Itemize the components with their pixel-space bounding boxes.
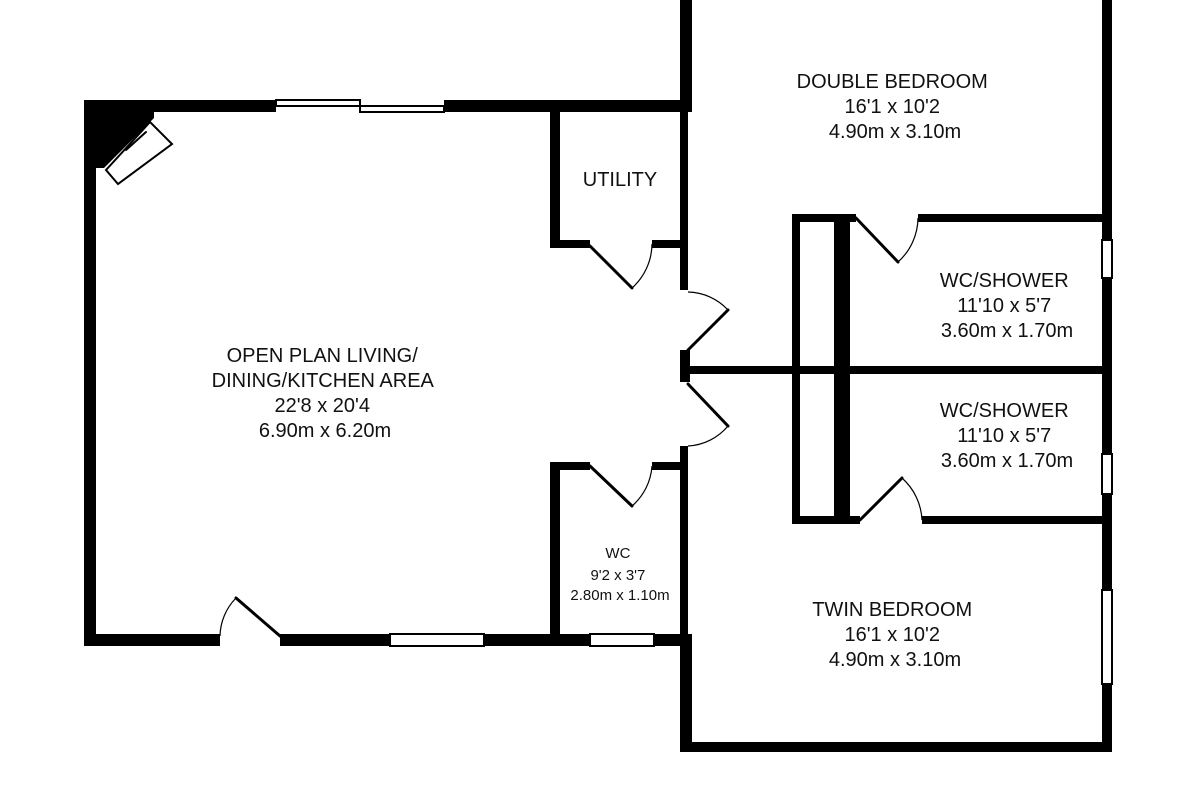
window-living-top-right [359, 105, 445, 113]
door-living-exterior-swing [219, 597, 237, 637]
wall-center-upper [680, 108, 688, 290]
room-label-twin-bedroom: TWIN BEDROOM 16'1 x 10'2 4.90m x 3.10m [812, 599, 978, 671]
wall-shower-top-left [792, 214, 856, 222]
room-labels: OPEN PLAN LIVING/ DINING/KITCHEN AREA 22… [212, 71, 1074, 671]
double-bedroom-metric: 4.90m x 3.10m [829, 121, 961, 143]
wall-duct-split [842, 214, 850, 524]
wall-center-lower [680, 446, 688, 646]
living-metric: 6.90m x 6.20m [259, 420, 391, 442]
door-living-exterior [234, 596, 282, 638]
wall-wc-top-right [652, 462, 688, 470]
double-bedroom-name: DOUBLE BEDROOM [797, 71, 988, 93]
wall-utility-bottom-right [652, 240, 688, 248]
twin-bedroom-metric: 4.90m x 3.10m [829, 649, 961, 671]
wall-center-top [680, 0, 692, 112]
wall-living-left [84, 100, 96, 646]
wc-imperial: 9'2 x 3'7 [590, 567, 645, 584]
living-name-line2: DINING/KITCHEN AREA [212, 370, 435, 392]
wall-shower-middle [680, 366, 1112, 374]
room-label-living: OPEN PLAN LIVING/ DINING/KITCHEN AREA 22… [212, 345, 439, 442]
wc-name: WC [605, 545, 630, 562]
wc-shower-2-metric: 3.60m x 1.70m [941, 450, 1073, 472]
door-corridor-upper-swing [687, 291, 729, 311]
wall-duct-right [834, 214, 842, 524]
wc-shower-1-metric: 3.60m x 1.70m [941, 320, 1073, 342]
wall-twin-bottom [680, 742, 1112, 752]
wall-utility-bottom-left [550, 240, 590, 248]
wall-living-top-right [444, 100, 692, 112]
utility-name: UTILITY [583, 169, 657, 191]
wall-wc-top-left [550, 462, 590, 470]
room-label-wc-shower-1: WC/SHOWER 11'10 x 5'7 3.60m x 1.70m [940, 270, 1074, 342]
door-shower-2-swing [901, 477, 923, 521]
fireplace-inner-line [125, 131, 147, 151]
door-utility-swing [631, 243, 653, 289]
wc-shower-1-imperial: 11'10 x 5'7 [957, 295, 1051, 317]
wall-living-bottom-left [84, 634, 220, 646]
door-corridor-lower-swing [687, 425, 729, 447]
room-label-utility: UTILITY [583, 169, 657, 191]
twin-bedroom-name: TWIN BEDROOM [812, 599, 972, 621]
wall-right-middle [1102, 494, 1112, 590]
door-shower-1-swing [897, 217, 919, 263]
wall-living-top-left [84, 100, 276, 112]
wall-utility-left [550, 100, 560, 248]
wall-center-bottom [680, 634, 692, 752]
door-wc-swing [631, 465, 653, 507]
window-twin [1101, 589, 1113, 685]
room-label-double-bedroom: DOUBLE BEDROOM 16'1 x 10'2 4.90m x 3.10m [797, 71, 994, 143]
window-wc [589, 633, 655, 647]
window-living-bottom [389, 633, 485, 647]
fireplace-chimney [96, 112, 154, 168]
walls [84, 0, 1112, 752]
wall-shower-bottom-left [792, 516, 860, 524]
double-bedroom-imperial: 16'1 x 10'2 [844, 96, 940, 118]
window-living-top-left [275, 99, 361, 107]
wc-shower-2-imperial: 11'10 x 5'7 [957, 425, 1051, 447]
wall-duct-left [792, 214, 800, 524]
wall-right-top [1102, 0, 1112, 240]
wall-wc-left [550, 462, 560, 646]
windows [275, 99, 1113, 685]
door-shower-1 [854, 216, 900, 264]
room-label-wc: WC 9'2 x 3'7 2.80m x 1.10m [570, 545, 669, 604]
door-corridor-lower [686, 382, 730, 428]
room-label-wc-shower-2: WC/SHOWER 11'10 x 5'7 3.60m x 1.70m [940, 400, 1074, 472]
twin-bedroom-imperial: 16'1 x 10'2 [844, 624, 940, 646]
door-utility [588, 244, 634, 290]
living-name-line1: OPEN PLAN LIVING/ [227, 345, 419, 367]
wall-right-bottom [1102, 684, 1112, 752]
wc-shower-1-name: WC/SHOWER [940, 270, 1069, 292]
fireplace-hearth [104, 120, 174, 186]
door-wc [588, 464, 634, 508]
living-imperial: 22'8 x 20'4 [274, 395, 370, 417]
wc-shower-2-name: WC/SHOWER [940, 400, 1069, 422]
wall-shower-top-right [918, 214, 1112, 222]
door-corridor-upper [686, 308, 730, 352]
door-shower-2 [858, 476, 904, 522]
fireplace-corner [96, 112, 174, 186]
window-shower-2 [1101, 453, 1113, 495]
wall-shower-bottom-right [922, 516, 1112, 524]
window-shower-1 [1101, 239, 1113, 279]
wc-metric: 2.80m x 1.10m [570, 587, 669, 604]
doors [219, 216, 923, 638]
